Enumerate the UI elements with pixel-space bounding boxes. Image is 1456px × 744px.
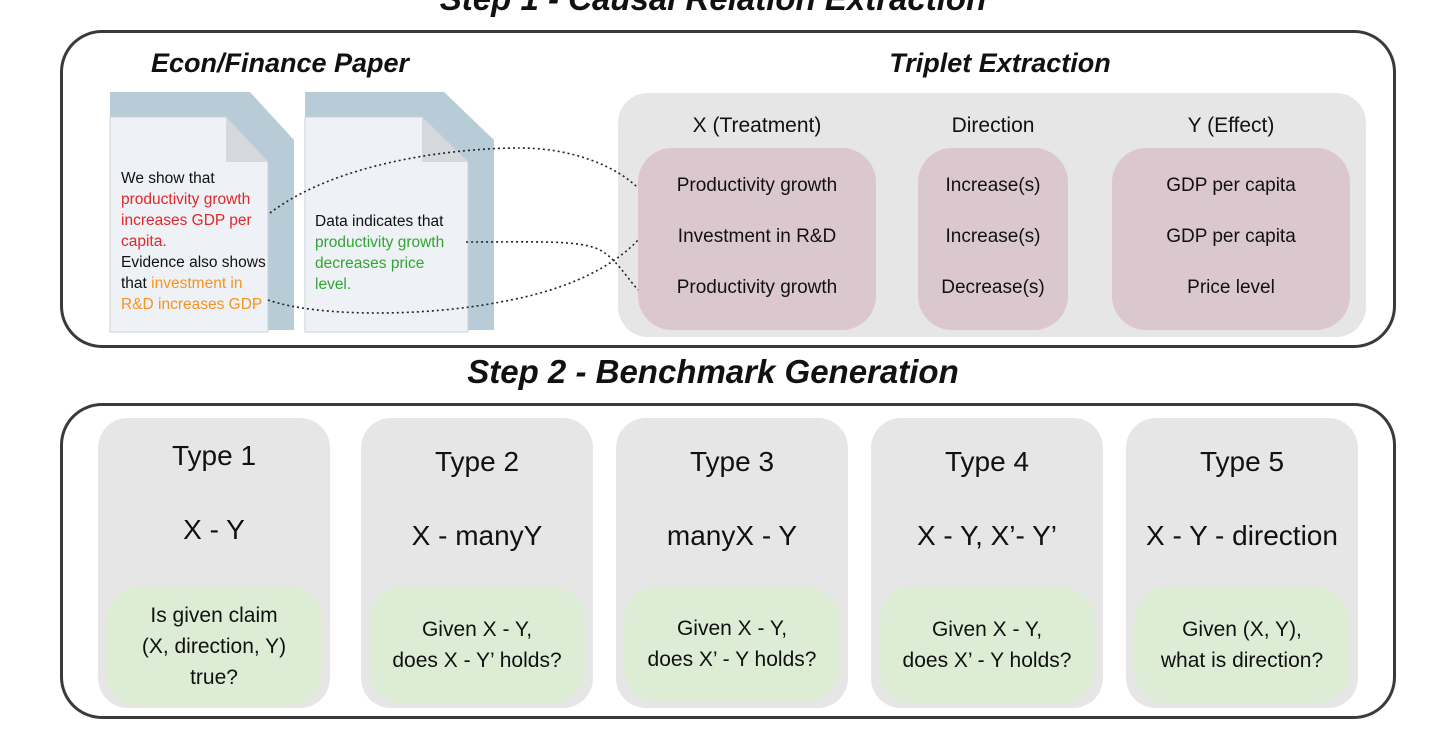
doc1-highlight-red: productivity growth [121, 191, 251, 208]
type-name: Type 3 [689, 446, 775, 477]
treatment-column: Productivity growth Investment in R&D Pr… [638, 148, 876, 330]
document-2-text: Data indicates that productivity growth … [315, 211, 465, 295]
type-formula: manyX - Y [666, 520, 798, 551]
type-name: Type 5 [1199, 446, 1285, 477]
treatment-cell: Investment in R&D [677, 226, 837, 247]
doc2-highlight-green: productivity growth [315, 234, 445, 251]
triplet-title: Triplet Extraction [889, 48, 1111, 78]
type-formula: X - manyY [411, 520, 543, 551]
doc2-highlight-green: level. [315, 276, 352, 293]
type-question-text: Given X - Y, does X’ - Y holds? [902, 618, 1072, 672]
doc1-highlight-orange: investment in [151, 275, 243, 292]
type-formula: X - Y - direction [1146, 520, 1338, 551]
doc1-highlight-red: increases GDP per [121, 212, 252, 229]
type-question-text: Is given claim (X, direction, Y) true? [141, 603, 287, 689]
doc1-prefix: that [121, 275, 152, 292]
type-question-text: Given X - Y, does X - Y’ holds? [392, 618, 562, 672]
type-formula: X - Y [183, 514, 245, 545]
type-card-3: Type 3 manyX - Y Given X - Y, does X’ - … [616, 418, 848, 708]
doc1-line: Evidence also shows [121, 254, 266, 271]
paper-title: Econ/Finance Paper [150, 48, 410, 78]
step1-title: Step 1 - Causal Relation Extraction [0, 0, 1426, 18]
type-formula: X - Y, X’- Y’ [916, 520, 1058, 551]
effect-cell: Price level [1187, 277, 1275, 298]
doc1-highlight-red: capita. [121, 233, 167, 250]
doc2-highlight-green: decreases price [315, 255, 425, 272]
direction-column: Increase(s) Increase(s) Decrease(s) [918, 148, 1068, 330]
type-card-4: Type 4 X - Y, X’- Y’ Given X - Y, does X… [871, 418, 1103, 708]
treatment-cell: Productivity growth [676, 175, 838, 196]
type-question: Is given claim (X, direction, Y) true? [106, 586, 322, 706]
type-question-text: Given X - Y, does X’ - Y holds? [647, 617, 817, 671]
type-question: Given X - Y, does X - Y’ holds? [369, 586, 585, 704]
type-name: Type 2 [434, 446, 520, 477]
doc1-line: We show that [121, 170, 215, 187]
type-question: Given (X, Y), what is direction? [1134, 586, 1350, 704]
type-card-5: Type 5 X - Y - direction Given (X, Y), w… [1126, 418, 1358, 708]
doc1-line-mixed: that investment in [121, 273, 271, 294]
direction-cell: Increase(s) [945, 226, 1041, 247]
type-card-2: Type 2 X - manyY Given X - Y, does X - Y… [361, 418, 593, 708]
effect-cell: GDP per capita [1166, 226, 1296, 247]
direction-cell: Decrease(s) [941, 277, 1045, 298]
effect-column: GDP per capita GDP per capita Price leve… [1112, 148, 1350, 330]
doc1-highlight-orange: R&D increases GDP [121, 296, 263, 313]
column-header-treatment: X (Treatment) [692, 114, 822, 137]
type-name: Type 1 [171, 440, 257, 471]
type-question: Given X - Y, does X’ - Y holds? [624, 586, 840, 702]
treatment-cell: Productivity growth [676, 277, 838, 298]
step2-title: Step 2 - Benchmark Generation [467, 353, 959, 390]
type-question-text: Given (X, Y), what is direction? [1160, 618, 1324, 672]
type-question: Given X - Y, does X’ - Y holds? [879, 586, 1095, 704]
direction-cell: Increase(s) [945, 175, 1041, 196]
type-name: Type 4 [944, 446, 1030, 477]
effect-cell: GDP per capita [1166, 175, 1296, 196]
document-1-text: We show that productivity growth increas… [121, 168, 271, 315]
doc2-line: Data indicates that [315, 213, 444, 230]
column-header-effect: Y (Effect) [1187, 114, 1275, 137]
column-header-direction: Direction [951, 114, 1035, 137]
type-card-1: Type 1 X - Y Is given claim (X, directio… [98, 418, 330, 708]
